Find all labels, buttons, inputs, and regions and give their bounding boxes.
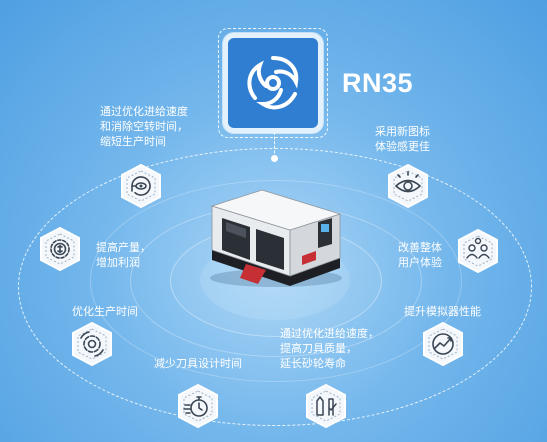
stopwatch-icon	[178, 383, 218, 429]
feature-label-increase-profit: 提高产量， 增加利润	[96, 241, 151, 269]
feature-label-simulator-performance: 提升模拟器性能	[404, 305, 481, 318]
logo-frame	[218, 28, 328, 138]
grinding-machine-illustration	[210, 189, 342, 287]
performance-icon	[423, 321, 463, 367]
feature-label-reduce-cycle-time: 通过优化进给速度 和消除空转时间， 缩短生产时间	[100, 105, 188, 148]
feature-label-quality-wheel-life: 通过优化进给速度， 提高刀具质量， 延长砂轮寿命	[280, 327, 379, 370]
gear-cycle-icon	[72, 321, 112, 367]
users-gear-icon	[458, 228, 498, 274]
feature-label-improve-ux: 改善整体 用户体验	[398, 241, 442, 269]
coin-gear-icon	[40, 226, 80, 272]
connector-dot	[271, 155, 278, 162]
feature-label-tool-design-time: 减少刀具设计时间	[154, 357, 242, 370]
eye-icon	[388, 163, 428, 209]
product-name: RN35	[342, 68, 414, 98]
orbit-ring	[18, 148, 532, 426]
tools-check-icon	[306, 383, 346, 429]
logo-connector	[274, 132, 275, 158]
feature-label-new-icons: 采用新图标 体验感更佳	[375, 125, 430, 153]
timer-eye-icon	[121, 163, 161, 209]
feature-label-optimize-production: 优化生产时间	[72, 305, 138, 318]
rn35-logo-icon	[228, 38, 318, 128]
